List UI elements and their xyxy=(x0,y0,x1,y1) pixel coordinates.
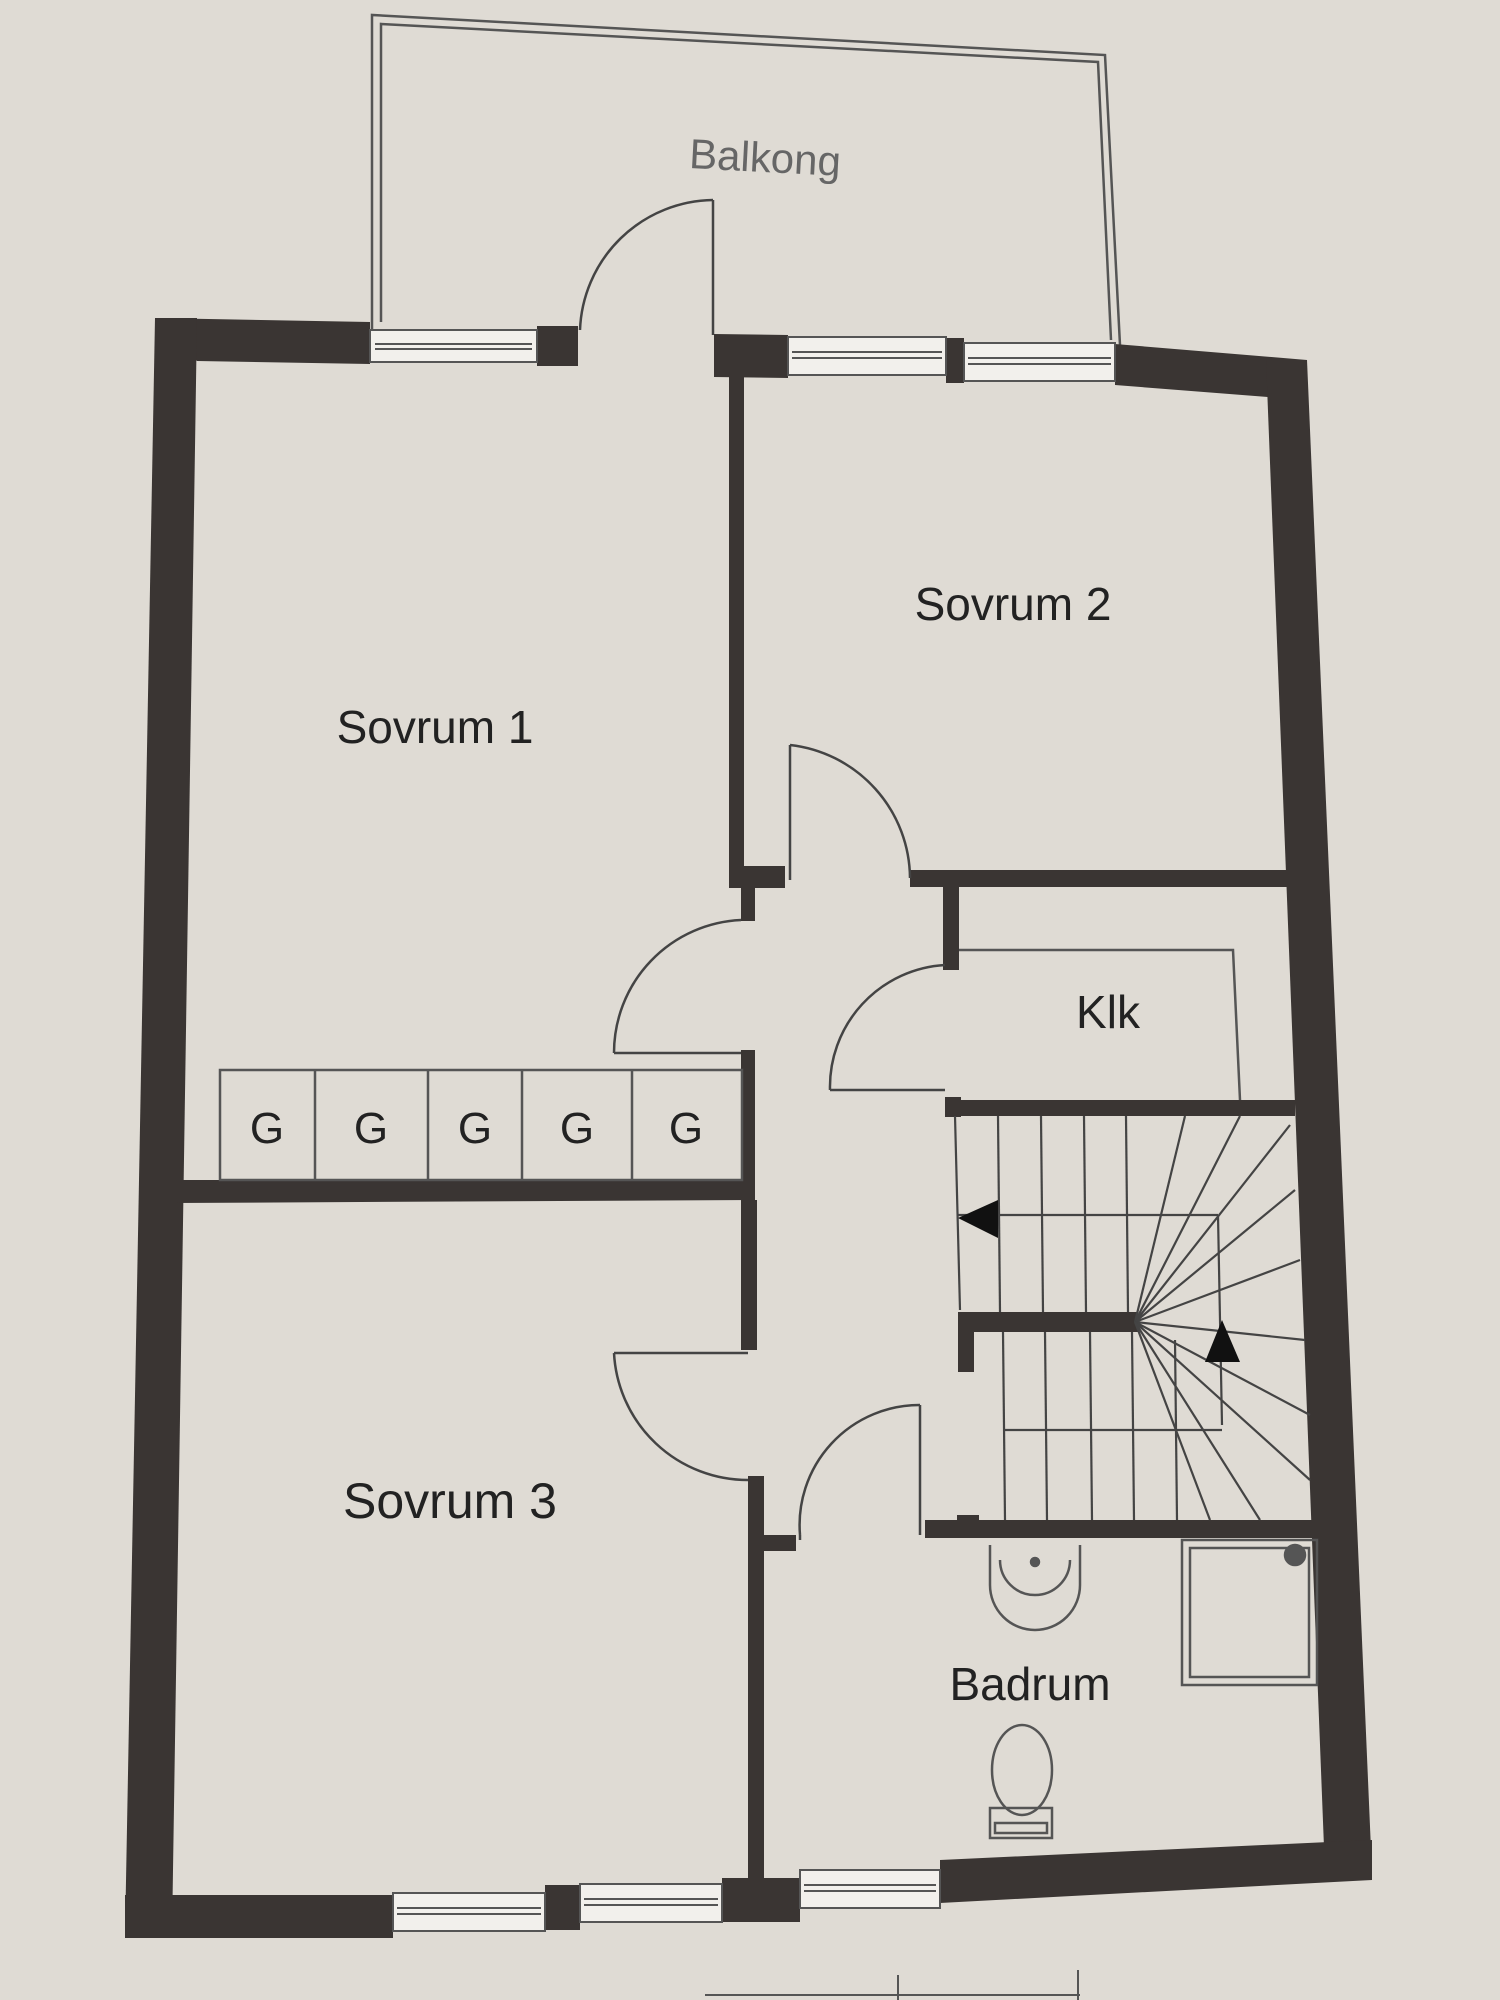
room-label-bathroom: Badrum xyxy=(949,1658,1110,1710)
wardrobe-label-1: G xyxy=(250,1104,284,1153)
shower-icon xyxy=(1180,1538,1319,1687)
door-swings xyxy=(612,743,946,1540)
room-label-balcony: Balkong xyxy=(688,130,842,185)
stair-arrows xyxy=(958,1200,1240,1362)
stair-arrow-up xyxy=(1205,1320,1240,1362)
window-top-left xyxy=(369,329,538,363)
wardrobe-label-5: G xyxy=(669,1104,703,1153)
wardrobe-label-3: G xyxy=(458,1104,492,1153)
room-label-bedroom2: Sovrum 2 xyxy=(915,578,1112,630)
room-label-closet: Klk xyxy=(1076,986,1141,1038)
wardrobes xyxy=(218,1068,744,1182)
staircase xyxy=(953,1115,1311,1521)
window-bottom-left-a xyxy=(392,1892,546,1932)
wardrobe-labels: G G G G G xyxy=(250,1104,703,1153)
room-label-bedroom1: Sovrum 1 xyxy=(337,701,534,753)
windows xyxy=(369,329,1116,1932)
balcony-door xyxy=(578,198,715,335)
window-top-right-b xyxy=(963,342,1116,382)
scale-bar xyxy=(705,1970,1080,2000)
window-bottom-left-b xyxy=(579,1883,723,1923)
closet-outline xyxy=(959,948,1242,1101)
interior-walls xyxy=(172,366,1320,1886)
wardrobe-label-2: G xyxy=(354,1104,388,1153)
wardrobe-label-4: G xyxy=(560,1104,594,1153)
sink-icon xyxy=(988,1545,1082,1632)
stair-arrow-left xyxy=(958,1200,998,1238)
outer-walls xyxy=(125,318,1372,1938)
balcony xyxy=(370,13,1122,346)
room-label-bedroom3: Sovrum 3 xyxy=(343,1473,557,1529)
window-top-right-a xyxy=(787,336,947,376)
toilet-icon xyxy=(988,1723,1054,1840)
window-bottom-right xyxy=(799,1869,941,1909)
